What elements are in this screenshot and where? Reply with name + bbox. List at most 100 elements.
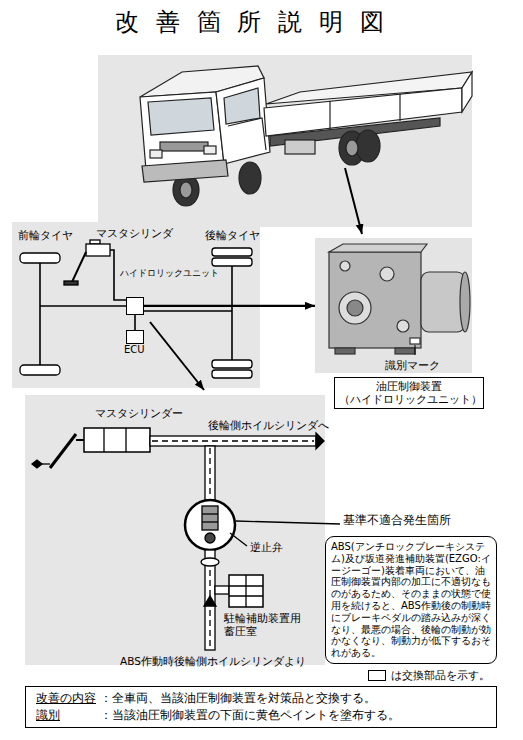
brake-pedal xyxy=(72,252,86,282)
label-holder: 基準不適合発生箇所 xyxy=(343,514,451,528)
cab-side xyxy=(216,78,270,164)
flow-line xyxy=(209,448,210,498)
label-holder: マスタシリンダー xyxy=(95,407,183,420)
side-window xyxy=(224,88,260,124)
leader-line xyxy=(236,521,340,524)
mount xyxy=(335,348,355,354)
node-text: 識別マーク xyxy=(385,359,440,372)
brake-pedal xyxy=(50,434,76,468)
node-text: 識別 xyxy=(36,708,96,722)
pipe xyxy=(150,436,316,446)
truck-drawing xyxy=(140,66,472,206)
tire-label: 前輪タイヤ xyxy=(18,229,73,241)
ecu-box: ECU xyxy=(124,330,145,356)
port xyxy=(340,261,350,271)
identification-mark xyxy=(410,338,420,344)
flow-label: ABS作動時後輪側ホイルシリンダより xyxy=(120,655,306,667)
label-holder: 後輪側ホイルシリンダへ xyxy=(208,419,329,432)
part-label: マスタシリンダー xyxy=(95,407,183,420)
master-cylinder xyxy=(84,428,150,452)
part-label: 逆止弁 xyxy=(250,541,283,554)
flow-label: 後輪側ホイルシリンダへ xyxy=(208,419,329,431)
port xyxy=(339,292,371,324)
door-line xyxy=(228,118,266,150)
rear-tire xyxy=(212,258,252,266)
label-holder: マスタシリンダ xyxy=(96,227,173,240)
gate-post xyxy=(399,94,400,121)
remedy-box: 改善の内容 ：全車両、当該油圧制御装置を対策品と交換する。識別 ：当該油圧制御装置の… xyxy=(25,686,497,728)
node-text: ECU xyxy=(124,344,145,356)
node-text: ：全車両、当該油圧制御装置を対策品と交換する。 xyxy=(100,691,486,705)
defect-callout: ABS(アンチロックブレーキシステム)及び坂道発進補助装置(EZGO:イージーゴ… xyxy=(325,536,497,664)
pedal-mark xyxy=(32,460,42,468)
valve-ball xyxy=(205,533,215,543)
flow-arrow xyxy=(316,433,324,449)
legend-text: は交換部品を示す。 xyxy=(391,669,490,682)
windshield xyxy=(148,98,214,135)
unit-symbol xyxy=(126,330,144,344)
cab-front xyxy=(140,92,224,170)
connector xyxy=(144,305,315,307)
check-valve-detail xyxy=(185,500,235,550)
front-tire xyxy=(20,365,60,375)
rear-brake-line xyxy=(231,266,233,360)
label-holder: 駐輪補助装置用 蓄圧室 xyxy=(224,612,306,637)
unit-block xyxy=(329,252,421,348)
label-holder: 前輪タイヤ xyxy=(18,229,73,242)
pointer-arrow xyxy=(345,168,362,234)
front-brake-line xyxy=(40,305,126,307)
legend-swatch xyxy=(368,670,386,681)
wheel xyxy=(239,162,261,194)
orifice xyxy=(201,558,219,566)
wheel xyxy=(356,130,380,162)
front-tire xyxy=(20,253,60,263)
node-text: 油圧制御装置 （ハイドロリックユニット） xyxy=(339,380,482,405)
rear-tire xyxy=(212,360,252,368)
rear-brake-line xyxy=(144,310,232,312)
pipe xyxy=(215,586,229,594)
fuel-tank xyxy=(285,140,315,154)
label-holder: 逆止弁 xyxy=(250,541,283,554)
pump-motor xyxy=(421,272,465,332)
node-text: 改善の内容 xyxy=(36,691,96,705)
rear-tire xyxy=(212,370,252,378)
legend-entry: は交換部品を示す。 xyxy=(368,669,490,682)
motor-end xyxy=(460,272,470,332)
part-label: 駐輪補助装置用 蓄圧室 xyxy=(224,612,301,637)
photo-panel xyxy=(315,238,472,373)
headlight xyxy=(204,146,216,154)
wheel-hub xyxy=(346,140,358,156)
bumper xyxy=(142,160,228,182)
accumulator-grid xyxy=(245,575,246,607)
node-text: ：当該油圧制御装置の下面に黄色ペイントを塗布する。 xyxy=(100,708,486,722)
tire-label: 後輪タイヤ xyxy=(205,229,260,241)
pointer-arrow xyxy=(150,322,204,390)
front-brake-line xyxy=(39,263,41,365)
detail-panel xyxy=(25,395,325,665)
truck-panel xyxy=(98,55,472,227)
mount xyxy=(395,348,415,354)
pedal-pad xyxy=(64,281,78,285)
flow-line xyxy=(152,440,314,441)
valve-hatch xyxy=(202,513,218,514)
valve-hatch xyxy=(202,521,218,522)
master-cylinder xyxy=(86,244,110,256)
headlight xyxy=(150,150,162,158)
hydraulic-unit: ハイドロリックユニット xyxy=(120,268,219,315)
unit-photo-panel: 識別マーク xyxy=(315,238,472,373)
port xyxy=(347,300,363,316)
part-label: マスタシリンダ xyxy=(96,227,173,239)
title: 改善箇所説明図 xyxy=(115,8,401,37)
rear-gate xyxy=(462,72,472,112)
node-text: ABS(アンチロックブレーキシステム)及び坂道発進補助装置(EZGO:イージーゴ… xyxy=(331,541,491,658)
flow-line xyxy=(209,570,210,646)
rear-tire xyxy=(212,248,252,256)
gate-post xyxy=(329,101,330,129)
check-valve xyxy=(202,506,218,530)
label-holder: 後輪タイヤ xyxy=(205,229,260,242)
leader-line xyxy=(415,345,416,355)
unit-name-box: 油圧制御装置 （ハイドロリックユニット） xyxy=(334,377,484,409)
port xyxy=(380,267,394,281)
grille xyxy=(160,142,208,151)
